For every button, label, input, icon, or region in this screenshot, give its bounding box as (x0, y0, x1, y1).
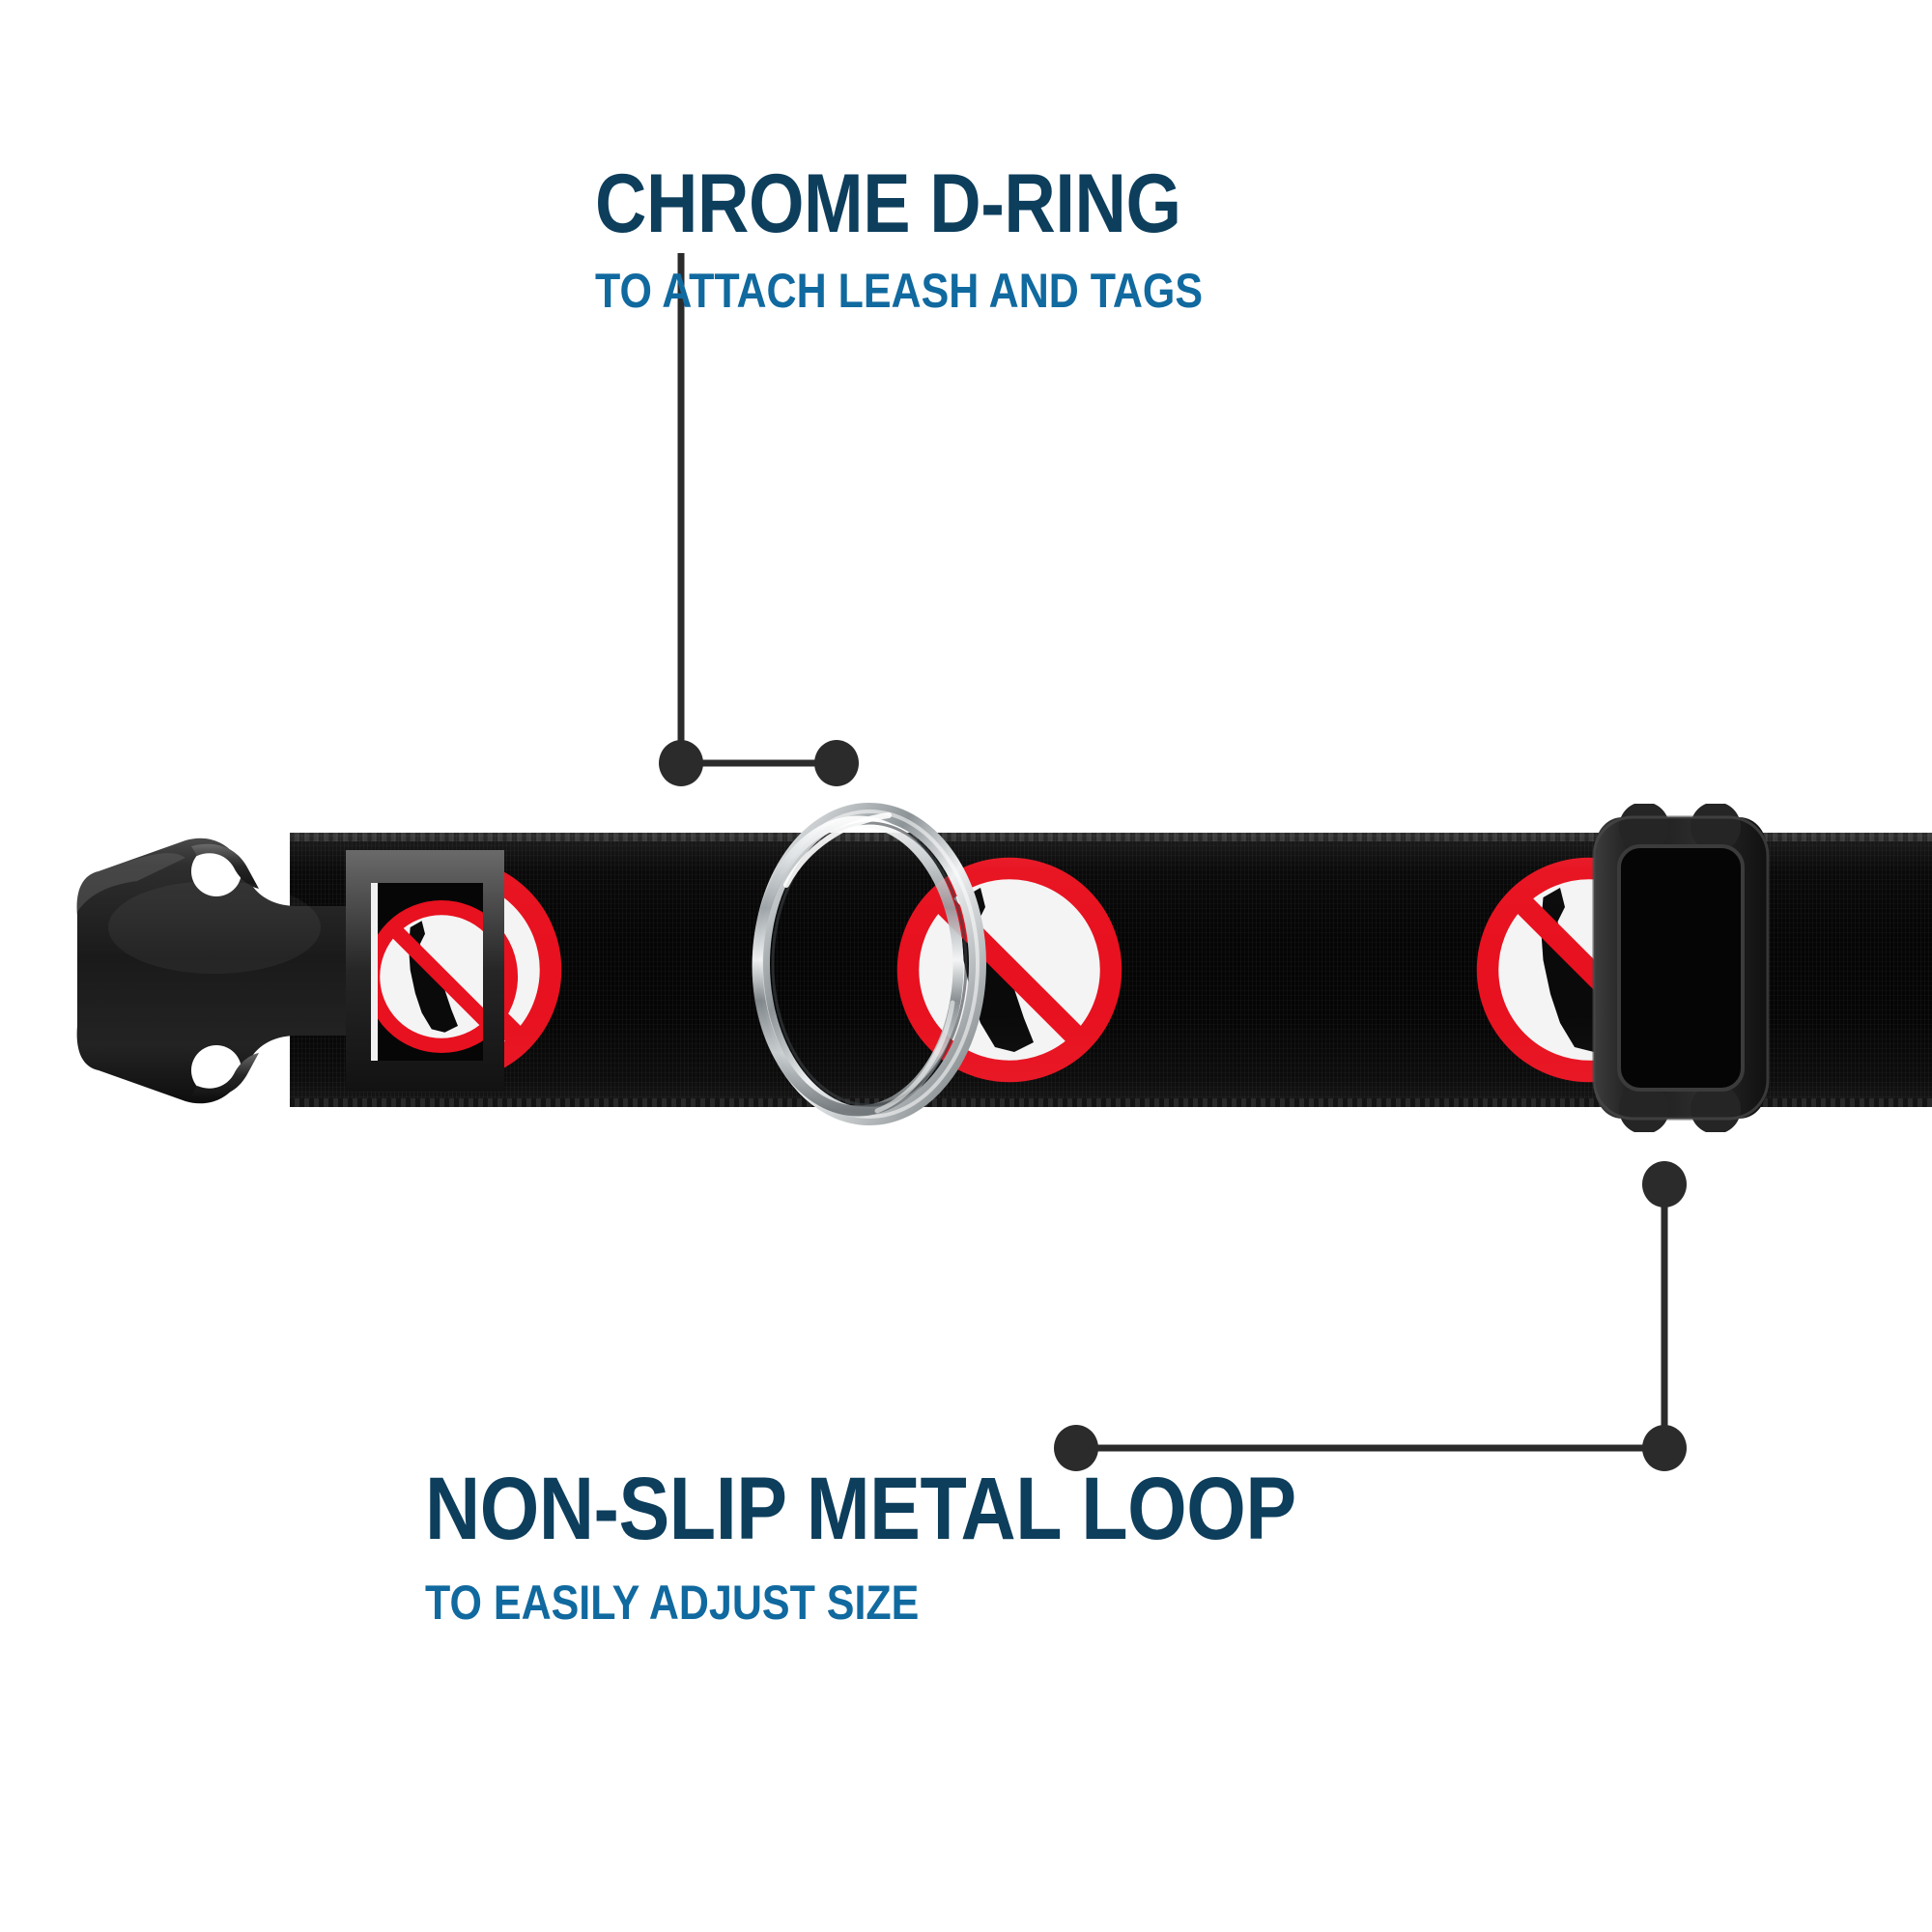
callout-subline: TO EASILY ADJUST SIZE (425, 1576, 920, 1630)
dog-collar-product (0, 803, 1932, 1132)
callout-subline: TO ATTACH LEASH AND TAGS (595, 264, 1204, 318)
leader-line-metal-loop (1054, 1161, 1687, 1471)
callout-headline: NON-SLIP METAL LOOP (425, 1460, 1296, 1558)
side-release-buckle[interactable] (70, 811, 533, 1130)
slider-loop[interactable] (1584, 804, 1777, 1132)
callout-non-slip-metal-loop: NON-SLIP METAL LOOP TO EASILY ADJUST SIZ… (425, 1464, 1438, 1627)
leader-line-d-ring (659, 253, 859, 786)
callout-chrome-d-ring: CHROME D-RING TO ATTACH LEASH AND TAGS (595, 162, 1301, 315)
callout-headline: CHROME D-RING (595, 157, 1181, 250)
d-ring[interactable] (744, 800, 995, 1128)
